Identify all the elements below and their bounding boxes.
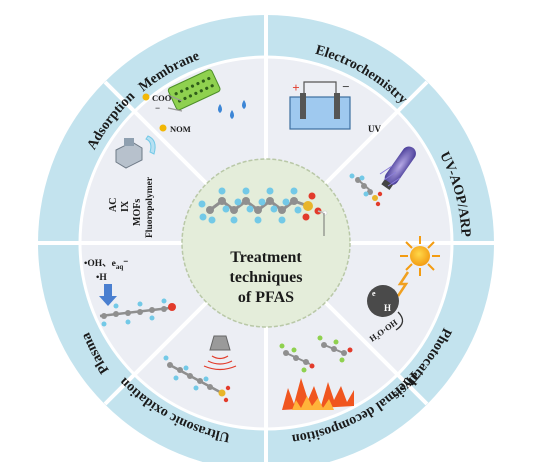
sonicator-probe-icon bbox=[209, 335, 231, 351]
nom-dot-icon bbox=[159, 124, 167, 132]
thermal-molecules-icon bbox=[279, 335, 353, 373]
adsorbent-mofs-label: MOFs bbox=[132, 199, 143, 226]
electrolyte-cell-icon bbox=[289, 96, 351, 130]
membrane-panel: COO − NOM bbox=[142, 69, 246, 134]
flames-core-icon bbox=[292, 396, 334, 410]
uv-lamp-icon bbox=[381, 146, 416, 190]
adsorption-panel: AC IX MOFs Fluoropolymer bbox=[108, 135, 156, 238]
membrane-nom-label: NOM bbox=[170, 124, 191, 134]
sun-icon bbox=[400, 236, 440, 276]
pfas-molecule-icon bbox=[198, 187, 328, 236]
sound-waves-icon bbox=[203, 355, 237, 371]
membrane-filter-icon bbox=[167, 69, 221, 111]
adsorbent-list: AC IX MOFs Fluoropolymer bbox=[108, 176, 155, 238]
reaction-arrow-icon bbox=[395, 311, 404, 331]
pfas-chains-icon bbox=[167, 94, 183, 112]
uv-rays-icon bbox=[379, 165, 401, 187]
uv-panel: UV bbox=[349, 124, 416, 207]
electrochemistry-panel: + − bbox=[289, 79, 351, 130]
plasma-hydrogen-label: •H bbox=[96, 273, 107, 283]
center-title-line3: of PFAS bbox=[238, 289, 294, 306]
adsorbent-bed-icon bbox=[115, 138, 143, 169]
ultrasonic-panel bbox=[163, 335, 237, 403]
photo-hole-label: H bbox=[384, 303, 391, 313]
membrane-coo-label: COO bbox=[152, 93, 172, 103]
cathode-icon bbox=[334, 93, 340, 119]
water-drops-icon bbox=[218, 100, 246, 119]
adsorbent-ix-label: IX bbox=[120, 200, 131, 212]
cathode-minus-label: − bbox=[342, 79, 349, 94]
water-flow-icon bbox=[145, 135, 156, 155]
adsorbent-ac-label: AC bbox=[108, 198, 119, 212]
membrane-minus-label: − bbox=[155, 103, 160, 113]
uv-label: UV bbox=[368, 124, 381, 134]
plasma-molecule-icon bbox=[99, 298, 176, 327]
down-arrow-icon bbox=[99, 284, 117, 306]
flames-icon bbox=[282, 378, 354, 410]
catalyst-particle-icon bbox=[367, 285, 399, 317]
photo-electron-label: e bbox=[372, 289, 376, 298]
anode-plus-label: + bbox=[292, 80, 299, 95]
lightning-icon bbox=[396, 271, 410, 297]
thermal-panel bbox=[279, 335, 354, 410]
circuit-wire-icon bbox=[303, 81, 337, 97]
coo-dot-icon bbox=[142, 93, 150, 101]
ultrasonic-molecule-icon bbox=[163, 355, 231, 403]
uv-molecule-icon bbox=[349, 173, 383, 207]
center-title-line1: Treatment bbox=[230, 249, 302, 266]
ring-separator bbox=[78, 55, 454, 431]
plasma-radicals-label: •OH、eaq⁻ bbox=[84, 259, 128, 271]
anode-icon bbox=[300, 93, 306, 119]
adsorbent-fluoropolymer-label: Fluoropolymer bbox=[145, 176, 155, 238]
center-title-line2: techniques bbox=[230, 269, 303, 286]
plasma-panel: •OH、eaq⁻ •H bbox=[84, 259, 176, 327]
sector-dividers bbox=[38, 15, 494, 467]
